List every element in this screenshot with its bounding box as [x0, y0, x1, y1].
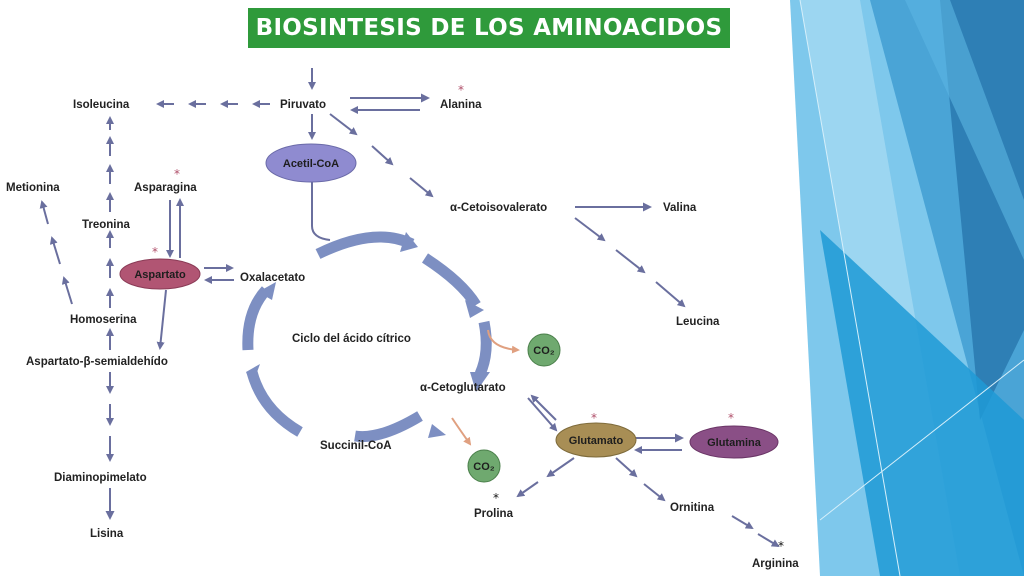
cycle-arc-3 — [474, 320, 492, 377]
cycle-label: Ciclo del ácido cítrico — [292, 333, 411, 345]
cycle-arc-4 — [354, 411, 423, 443]
arrow-glu-pro-1 — [546, 457, 575, 478]
valina-label: Valina — [663, 202, 697, 214]
ornitina-label: Ornitina — [670, 502, 715, 514]
asterisk-asparagina: * — [174, 167, 180, 181]
deco-stripe-3 — [905, 0, 1024, 260]
alanina-label: Alanina — [440, 99, 482, 111]
arrow-homo-met-2 — [49, 236, 61, 265]
co2-a-label: CO₂ — [533, 345, 555, 357]
cycle-head-4 — [428, 424, 446, 438]
aspartato-semialdehido-label: Aspartato-β-semialdehído — [26, 356, 168, 368]
arginina-label: Arginina — [752, 558, 799, 570]
cetoisovalerato-label: α-Cetoisovalerato — [450, 202, 547, 214]
isoleucina-label: Isoleucina — [73, 99, 130, 111]
glutamato-label: Glutamato — [569, 435, 624, 447]
arrow-ceto-leu-1 — [574, 217, 606, 242]
deco-stripe-2 — [820, 230, 1024, 576]
aspartato-label: Aspartato — [134, 269, 186, 281]
cycle-head-6 — [258, 282, 276, 300]
arrow-aspartato-semialdehido — [156, 289, 167, 350]
cycle-arc-2 — [422, 253, 481, 308]
co2-arrows — [451, 329, 520, 446]
arrow-homo-met-3 — [39, 200, 49, 225]
co2-b-label: CO₂ — [473, 461, 495, 473]
asterisk-alanina: * — [458, 83, 464, 97]
arrow-glu-orn-2 — [643, 483, 666, 502]
piruvato-label: Piruvato — [280, 99, 326, 111]
homoserina-label: Homoserina — [70, 314, 137, 326]
cycle-arc-1 — [315, 231, 415, 259]
asterisk-aspartato: * — [152, 245, 158, 259]
cetoglutarato-label: α-Cetoglutarato — [420, 382, 506, 394]
arrows — [39, 68, 780, 548]
treonina-label: Treonina — [82, 219, 131, 231]
acetil-coa-node — [265, 143, 357, 183]
deco-line-2 — [819, 359, 1024, 521]
asterisk-prolina: * — [493, 491, 499, 505]
acetil-coa-label: Acetil-CoA — [283, 158, 339, 170]
arrow-glu-orn-1 — [615, 457, 638, 478]
co2-b-node — [467, 449, 501, 483]
cycle-head-1 — [400, 232, 418, 252]
co2-a-node — [527, 333, 561, 367]
arrow-co2-a — [487, 329, 520, 354]
arrow-acetilcoa-cycle — [311, 180, 331, 241]
arrow-ceto-leu-2 — [615, 249, 646, 274]
asterisk-arginina: * — [778, 539, 784, 553]
arrow-ceto-glutamato — [527, 397, 558, 432]
arrow-glu-pro-2 — [516, 481, 539, 498]
leucina-label: Leucina — [676, 316, 720, 328]
arrow-piru-ceto-3 — [409, 177, 434, 198]
asterisk-glutamato: * — [591, 411, 597, 425]
cycle-arc-5 — [246, 370, 303, 437]
cycle-head-3 — [470, 372, 490, 392]
cycle-head-2 — [465, 300, 484, 318]
diaminopimelato-label: Diaminopimelato — [54, 472, 147, 484]
arrow-orn-arg-1 — [731, 515, 754, 530]
asterisk-glutamina: * — [728, 411, 734, 425]
cycle-arrowheads — [246, 232, 490, 438]
arrow-glutamato-ceto — [530, 394, 557, 421]
arrow-ceto-leu-3 — [655, 281, 686, 308]
deco-line-1 — [799, 0, 901, 576]
prolina-label: Prolina — [474, 508, 514, 520]
arrow-piru-ceto-1 — [329, 113, 358, 136]
arrow-orn-arg-2 — [757, 533, 780, 548]
asparagina-label: Asparagina — [134, 182, 197, 194]
succinil-coa-label: Succinil-CoA — [320, 440, 392, 452]
glutamina-node — [689, 425, 779, 459]
page-title: BIOSINTESIS DE LOS AMINOACIDOS — [248, 8, 730, 48]
arrow-co2-b — [451, 417, 472, 446]
cycle-arc-6 — [242, 286, 271, 351]
glutamina-label: Glutamina — [707, 437, 762, 449]
arrow-piru-ceto-2 — [371, 145, 394, 166]
metionina-label: Metionina — [6, 182, 60, 194]
lisina-label: Lisina — [90, 528, 124, 540]
cycle-head-5 — [246, 364, 260, 386]
aspartato-node — [119, 258, 201, 290]
oxalacetato-label: Oxalacetato — [240, 272, 305, 284]
arrow-homo-met-1 — [61, 276, 73, 305]
glutamato-node — [555, 422, 637, 458]
